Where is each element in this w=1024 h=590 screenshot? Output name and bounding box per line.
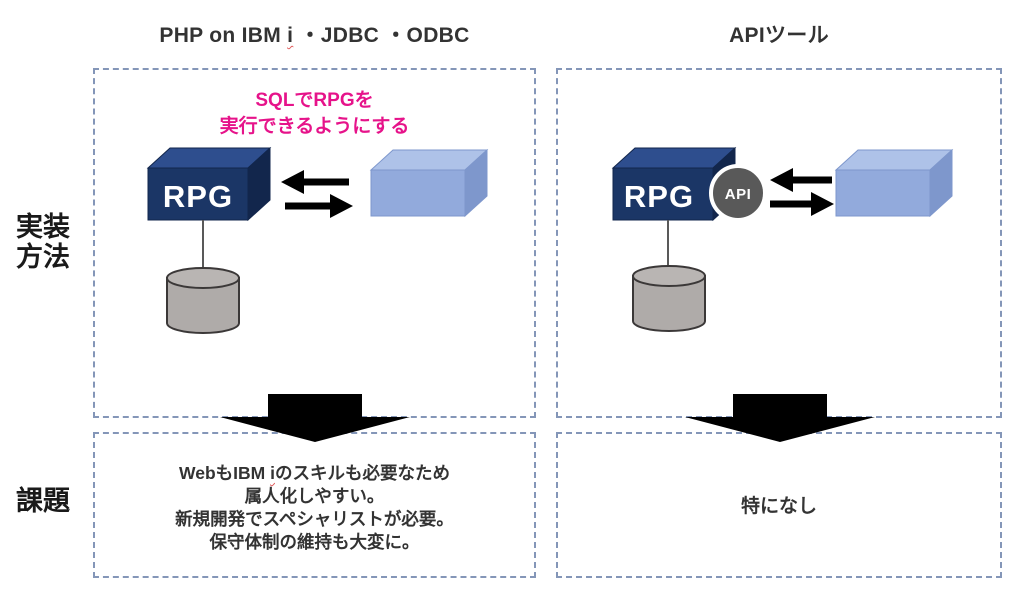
rpg-cube-label: RPG [624,179,694,214]
database-cylinder-top [166,267,240,289]
left-arrow-icon [281,170,304,194]
rpg-cube-front-face [612,167,714,221]
sql-rpg-annotation-line2: 実行できるようにする [219,115,410,137]
sql-rpg-annotation-line1: SQLでRPGを [255,90,374,111]
right-implementation-diagram: RPG API [611,146,954,332]
title-left-prefix: PHP on IBM [159,24,288,47]
database-cylinder [632,265,706,332]
database-cylinder [166,267,240,334]
challenge-text-left: WebもIBM iのスキルも必要なため 属人化しやすい。 新規開発でスペシャリス… [93,462,536,554]
api-circle-icon [709,164,767,222]
challenge-left-line1-prefix: WebもIBM [179,463,271,483]
title-left-spellchecked-i: i [287,24,294,47]
database-cylinder-body [632,275,706,332]
challenge-text-right: 特になし [740,496,817,517]
right-arrow-icon [811,192,834,216]
api-circle-label: API [725,186,752,203]
app-cube [834,148,954,218]
challenge-left-line1: WebもIBM iのスキルも必要なため [93,462,536,485]
rpg-cube-front-face [147,167,249,221]
right-arrow-icon [330,194,353,218]
database-cylinder-body [166,277,240,334]
sql-rpg-annotation: SQLでRPGを 実行できるようにする [93,88,536,139]
rpg-cube-label: RPG [163,179,233,214]
challenge-left-line2: 属人化しやすい。 [244,486,385,507]
rpg-cube: RPG [146,146,272,222]
exchange-arrows [281,170,353,218]
app-cube [369,148,489,218]
challenge-left-line4: 保守体制の維持も大変に。 [209,532,420,553]
app-cube-front-face [370,169,466,217]
row-label-challenge: 課題 [16,486,70,516]
challenge-left-spellchecked-i: i [270,463,275,483]
api-badge: API [709,164,767,222]
row-label-implementation-line2: 方法 [16,242,70,273]
left-implementation-diagram: RPG [146,146,489,334]
exchange-arrows [770,168,834,216]
title-left-suffix: ・JDBC ・ODBC [293,24,470,47]
challenge-left-line1-suffix: のスキルも必要なため [274,463,450,483]
down-arrow-left-icon [220,394,410,442]
row-label-implementation: 実装 方法 [0,212,86,272]
column-title-left: PHP on IBM i ・JDBC ・ODBC [93,19,536,49]
database-cylinder-top [632,265,706,287]
challenge-left-line3: 新規開発でスペシャリストが必要。 [175,509,454,530]
row-label-implementation-line1: 実装 [16,212,70,242]
app-cube-front-face [835,169,931,217]
left-arrow-icon [770,168,793,192]
column-title-right: APIツール [729,24,829,47]
down-arrow-right-icon [685,394,875,442]
